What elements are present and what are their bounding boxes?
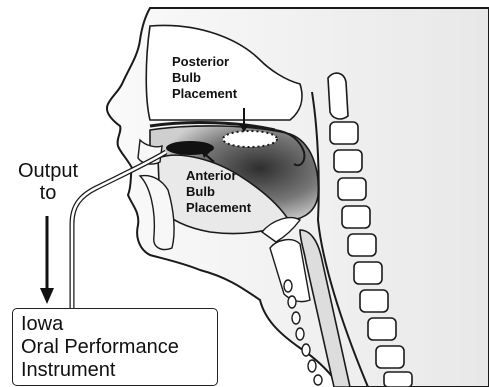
posterior-label-line-3: Placement [172,86,237,102]
instrument-box: Iowa Oral Performance Instrument [12,308,218,386]
anterior-label-line-1: Anterior [186,168,251,184]
posterior-bulb-label: Posterior Bulb Placement [172,54,237,102]
instrument-line-2: Oral Performance [21,336,217,359]
instrument-line-1: Iowa [21,313,217,336]
posterior-bulb [223,131,277,147]
posterior-label-line-2: Bulb [172,70,237,86]
output-arrow-head [40,288,54,304]
anterior-bulb-label: Anterior Bulb Placement [186,168,251,216]
anterior-label-line-3: Placement [186,200,251,216]
output-label-line-1: Output [8,160,88,182]
output-label-line-2: to [8,182,88,204]
posterior-label-line-1: Posterior [172,54,237,70]
anterior-label-line-2: Bulb [186,184,251,200]
output-to-label: Output to [8,160,88,204]
instrument-line-3: Instrument [21,359,217,382]
